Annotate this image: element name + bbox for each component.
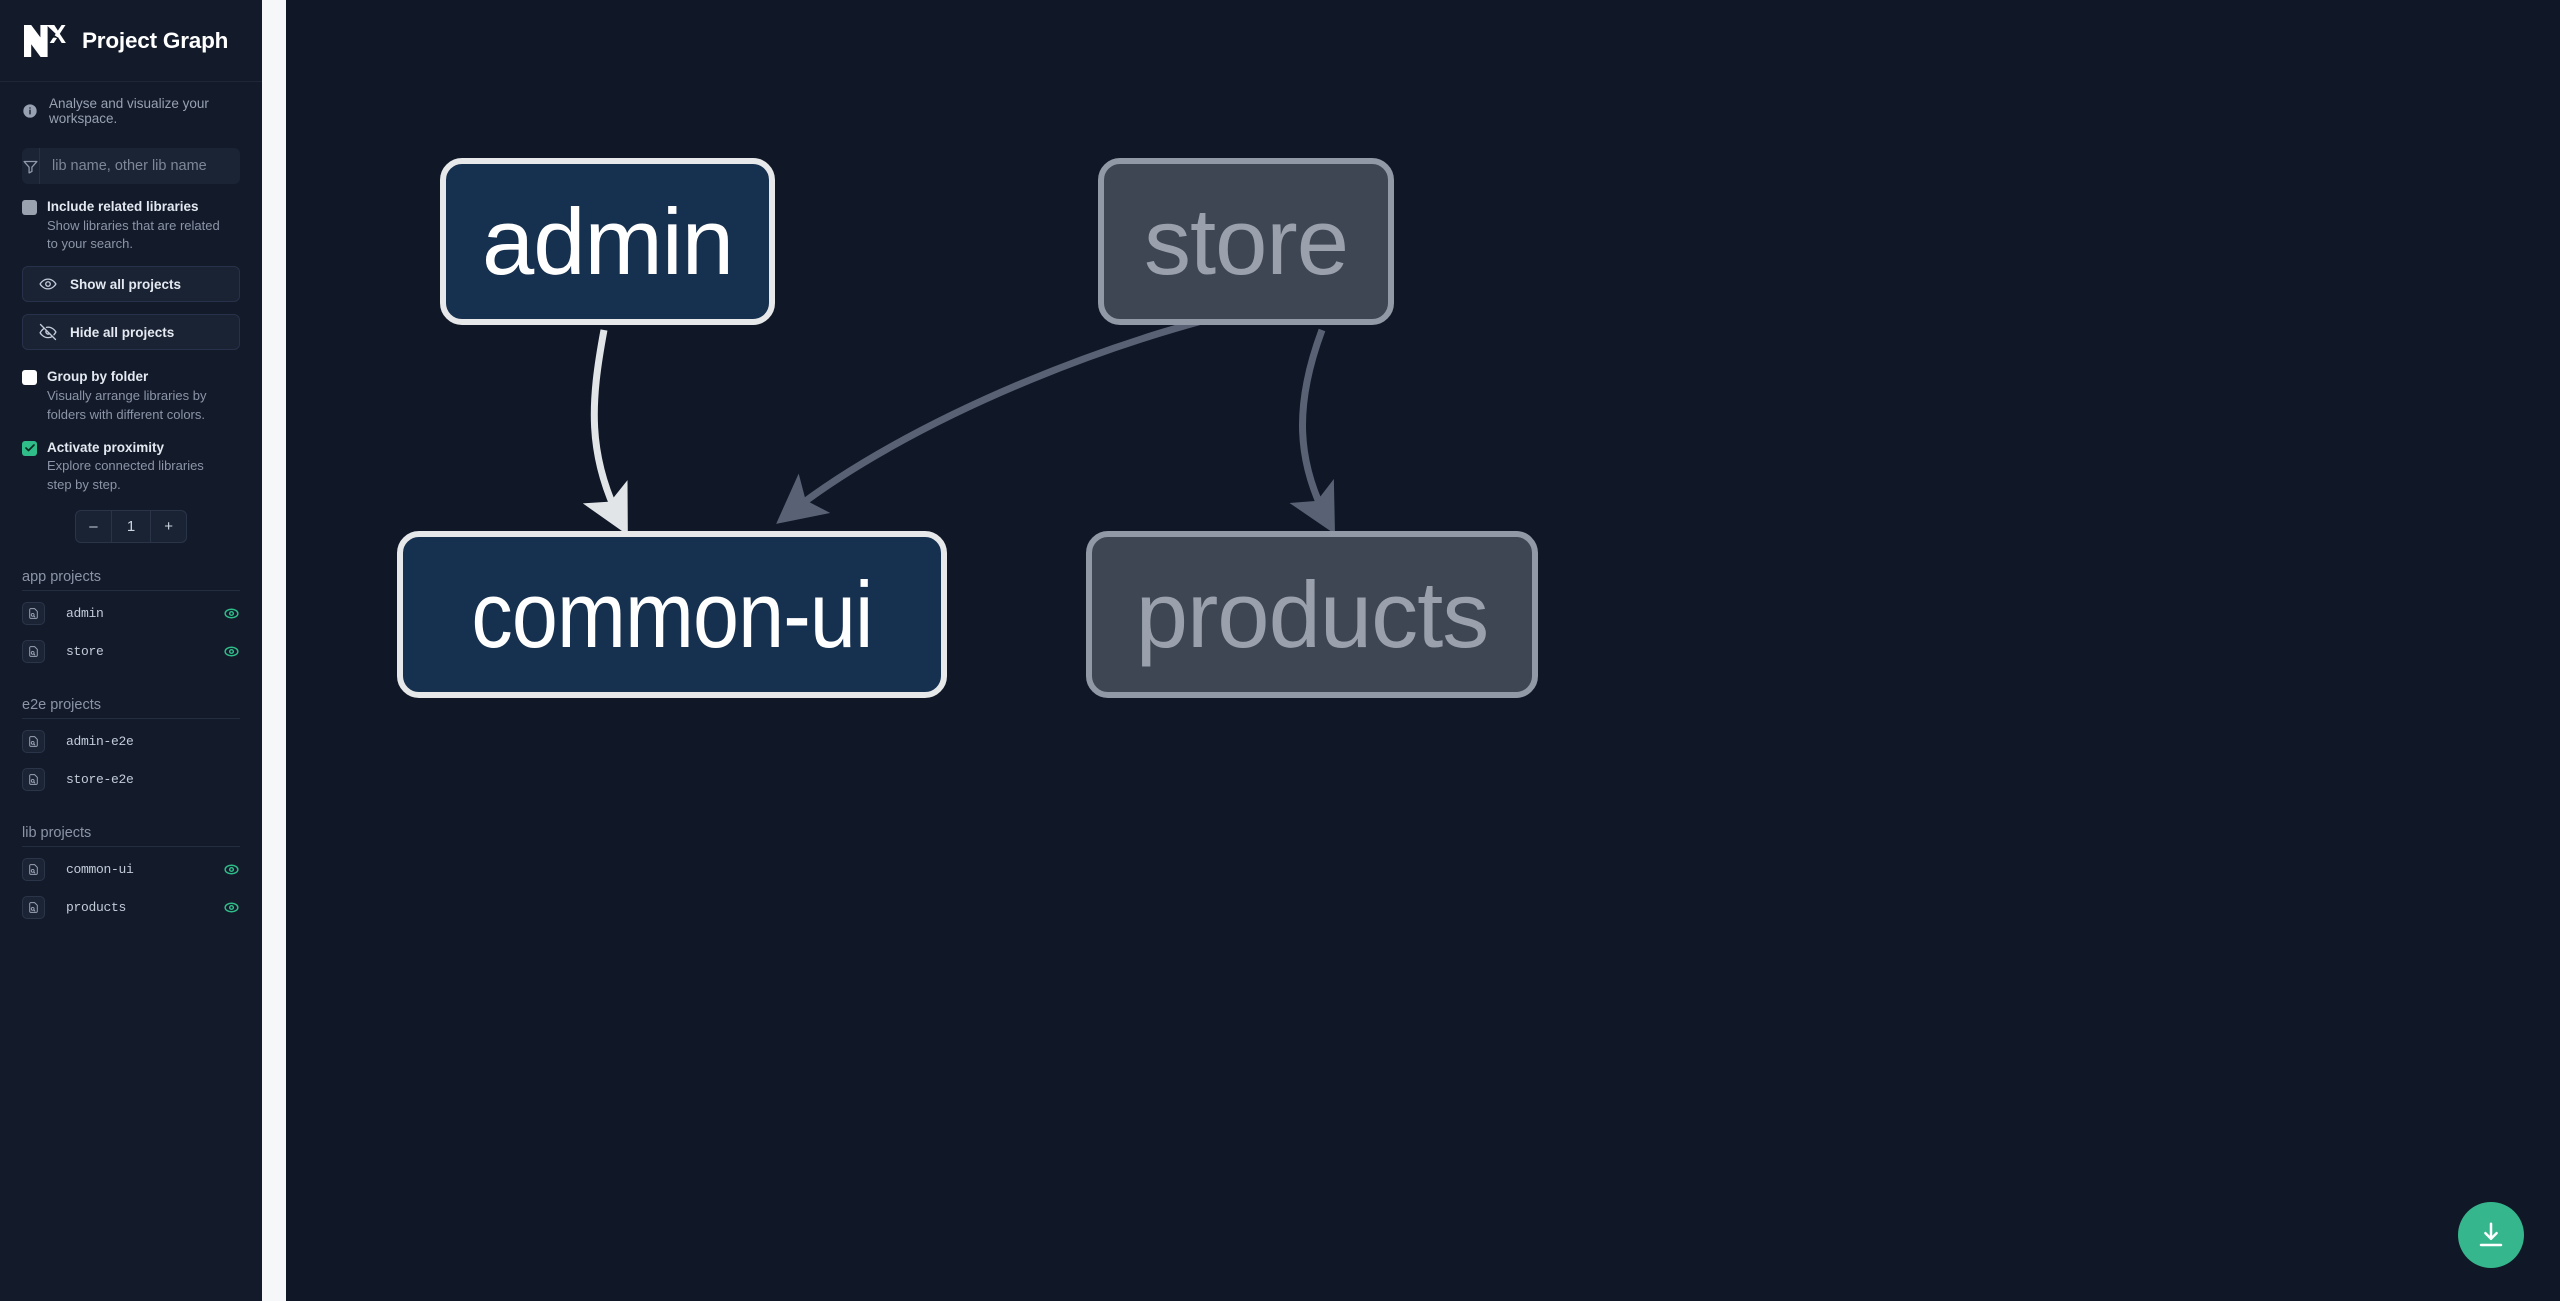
project-file-icon[interactable]	[22, 730, 45, 754]
project-file-icon[interactable]	[22, 768, 45, 792]
option-description: Show libraries that are related to your …	[47, 217, 220, 252]
sidebar-header: Project Graph	[0, 0, 272, 82]
graph-node-common-ui[interactable]: common-ui	[397, 531, 947, 698]
project-visible-eye-icon[interactable]	[223, 899, 240, 916]
project-visible-eye-icon[interactable]	[223, 643, 240, 660]
subtitle-text: Analyse and visualize your workspace.	[49, 96, 209, 126]
option-description: Explore connected libraries step by step…	[47, 458, 204, 492]
project-name: common-ui	[66, 862, 134, 878]
search-input[interactable]	[40, 148, 240, 184]
sidebar: Project Graph Analyse and visualize your…	[0, 0, 272, 1301]
option-group-by-folder[interactable]: Group by folder Visually arrange librari…	[22, 367, 240, 424]
project-list-item-admin-e2e[interactable]: admin-e2e	[22, 723, 240, 761]
filter-icon	[22, 148, 40, 184]
proximity-stepper: – 1 +	[75, 509, 187, 543]
proximity-decrement-button[interactable]: –	[89, 517, 98, 535]
eye-icon	[39, 278, 57, 290]
project-list-item-admin[interactable]: admin	[22, 595, 240, 633]
edge-store-to-common-ui	[776, 296, 1295, 524]
option-include-related-libraries[interactable]: Include related libraries Show libraries…	[22, 197, 240, 254]
group-by-folder-checkbox[interactable]	[22, 370, 37, 386]
project-name: store-e2e	[66, 772, 134, 788]
download-icon	[2479, 1222, 2503, 1247]
activate-proximity-checkbox[interactable]	[22, 440, 37, 456]
download-graph-button[interactable]	[2458, 1202, 2524, 1268]
edge-store-to-products	[1289, 328, 1335, 535]
option-label: Group by folder	[47, 369, 149, 385]
graph-node-admin[interactable]: admin	[440, 158, 775, 325]
sidebar-subtitle: Analyse and visualize your workspace.	[0, 82, 262, 136]
project-group: lib projects common-ui products	[22, 825, 240, 927]
project-visible-eye-icon[interactable]	[223, 605, 240, 622]
sidebar-resize-handle[interactable]	[262, 0, 286, 1301]
project-file-icon[interactable]	[22, 858, 45, 882]
project-group-title: e2e projects	[22, 696, 101, 713]
project-list-item-store[interactable]: store	[22, 633, 240, 671]
graph-node-label: store	[1144, 188, 1349, 294]
project-group: e2e projects admin-e2e store-e2e	[22, 697, 240, 799]
hide-all-projects-button[interactable]: Hide all projects	[22, 314, 240, 351]
show-all-projects-button[interactable]: Show all projects	[22, 266, 240, 303]
project-group-title: app projects	[22, 568, 101, 585]
divider-line	[22, 845, 240, 847]
graph-canvas[interactable]: admin store common-ui products	[286, 0, 2560, 1301]
option-activate-proximity[interactable]: Activate proximity Explore connected lib…	[22, 438, 240, 495]
divider-line	[22, 717, 240, 719]
project-groups: app projects admin store e2e projects admin-…	[22, 569, 240, 927]
graph-node-store[interactable]: store	[1098, 158, 1394, 325]
include-related-libraries-checkbox[interactable]	[22, 200, 37, 215]
eye-off-icon	[39, 324, 57, 341]
show-all-projects-label: Show all projects	[70, 276, 182, 292]
divider-line	[22, 589, 240, 591]
project-file-icon[interactable]	[22, 896, 45, 920]
info-icon	[22, 103, 38, 119]
project-name: store	[66, 644, 104, 660]
graph-node-label: common-ui	[471, 561, 873, 667]
project-name: products	[66, 900, 127, 916]
sidebar-scroll-area: Include related libraries Show libraries…	[0, 136, 262, 1301]
project-list-item-store-e2e[interactable]: store-e2e	[22, 761, 240, 799]
project-name: admin	[66, 606, 104, 622]
project-file-icon[interactable]	[22, 602, 45, 626]
graph-node-label: admin	[481, 188, 734, 294]
graph-node-label: products	[1135, 561, 1490, 667]
option-label: Activate proximity	[47, 439, 165, 455]
search-row	[22, 148, 240, 184]
project-group: app projects admin store	[22, 569, 240, 671]
edge-admin-to-common-ui	[582, 329, 628, 536]
graph-node-products[interactable]: products	[1086, 531, 1538, 698]
project-list-item-common-ui[interactable]: common-ui	[22, 851, 240, 889]
project-name: admin-e2e	[66, 734, 134, 750]
proximity-increment-button[interactable]: +	[164, 517, 173, 535]
project-group-title: lib projects	[22, 824, 92, 841]
project-list-item-products[interactable]: products	[22, 889, 240, 927]
nx-logo	[22, 21, 66, 61]
project-file-icon[interactable]	[22, 640, 45, 664]
option-description: Visually arrange libraries by folders wi…	[47, 387, 207, 422]
hide-all-projects-label: Hide all projects	[70, 324, 175, 340]
option-label: Include related libraries	[47, 199, 199, 214]
proximity-value: 1	[110, 510, 152, 542]
project-visible-eye-icon[interactable]	[223, 861, 240, 878]
page-title: Project Graph	[82, 27, 229, 53]
